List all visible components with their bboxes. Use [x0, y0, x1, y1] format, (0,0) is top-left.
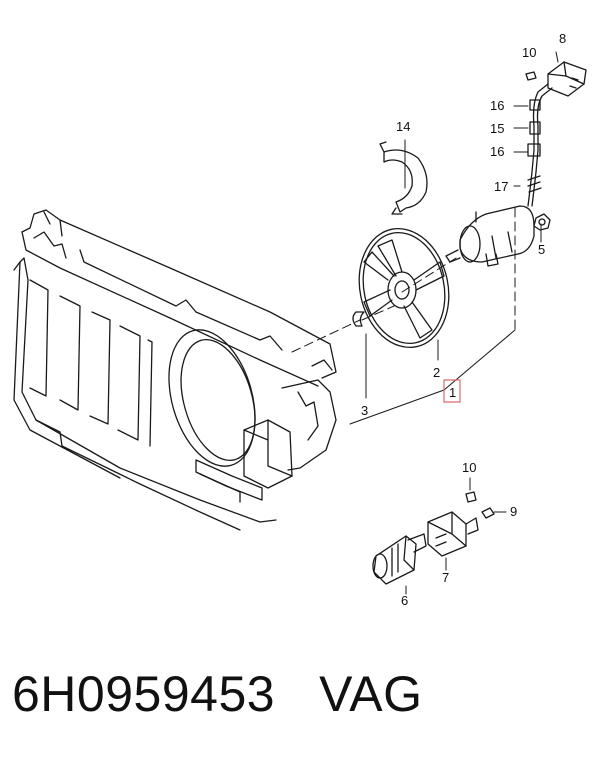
screw-part-10-top — [525, 71, 537, 81]
radiator-support-panel — [13, 209, 337, 531]
lower-leader-lines — [405, 477, 507, 595]
callout-9: 9 — [510, 504, 517, 519]
highlight-box — [443, 379, 461, 403]
screw-part-10-bottom — [465, 491, 477, 503]
callout-10-top: 10 — [522, 45, 536, 60]
callout-6: 6 — [401, 593, 408, 608]
part-number: 6H0959453 — [12, 666, 276, 722]
callout-5: 5 — [538, 242, 545, 257]
fan-motor-part-1 — [445, 205, 535, 267]
parts-diagram: 1 2 3 5 6 7 8 9 10 10 14 15 16 16 17 — [13, 31, 587, 608]
connector-part-7 — [427, 511, 479, 557]
assembly-leader-lines — [291, 207, 516, 353]
callout-8: 8 — [559, 31, 566, 46]
nut-part-5 — [533, 213, 551, 231]
callout-3: 3 — [361, 403, 368, 418]
cooling-fan-part-2 — [358, 227, 450, 349]
callout-15: 15 — [490, 121, 504, 136]
callout-14: 14 — [396, 119, 410, 134]
caption: 6H0959453 VAG — [12, 664, 422, 724]
connector-part-8 — [547, 61, 587, 97]
callout-17: 17 — [494, 179, 508, 194]
callout-16-bottom: 16 — [490, 144, 504, 159]
screw-part-9 — [481, 507, 495, 519]
temperature-switch-part-6 — [372, 533, 427, 585]
brand-name: VAG — [319, 666, 423, 722]
callout-1: 1 — [449, 385, 456, 400]
callout-10-bottom: 10 — [462, 460, 476, 475]
wire-harness — [527, 83, 553, 207]
callout-7: 7 — [442, 570, 449, 585]
clip-ring-part-3 — [352, 311, 365, 327]
shroud-clip-part-14 — [379, 141, 428, 215]
callout-16-top: 16 — [490, 98, 504, 113]
callout-2: 2 — [433, 365, 440, 380]
